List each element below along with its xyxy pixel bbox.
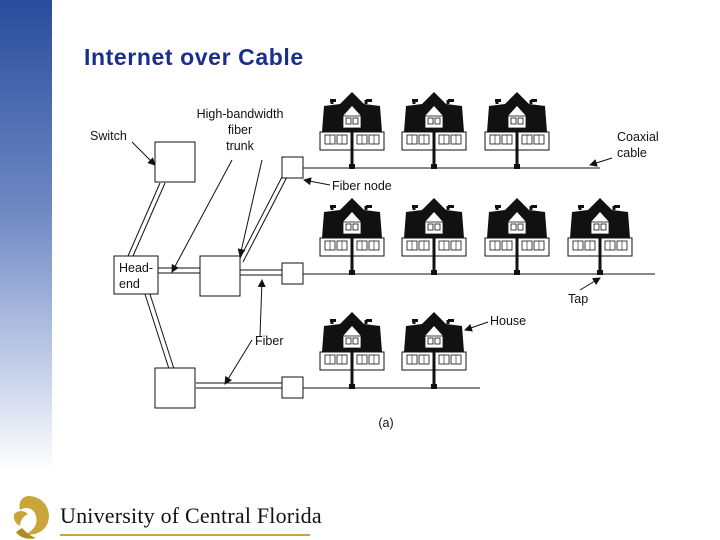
label-arrows: [131, 141, 613, 385]
house: [483, 196, 551, 277]
house: [318, 196, 386, 277]
fiber-node-2: [281, 262, 304, 285]
fiber-label: Fiber: [255, 334, 283, 348]
hub-box: [199, 255, 241, 297]
houses: [318, 90, 634, 391]
ucf-pegasus-logo: [13, 496, 49, 539]
house: [400, 90, 468, 171]
tap-label: Tap: [568, 292, 588, 306]
footer-university-name: University of Central Florida: [60, 503, 322, 528]
house: [318, 90, 386, 171]
house: [483, 90, 551, 171]
footer-underline: [60, 534, 310, 536]
switch-label: Switch: [90, 129, 127, 143]
trunk-label-1: High-bandwidth: [197, 107, 284, 121]
fiber-node-3: [281, 376, 304, 399]
headend-box: [113, 255, 159, 295]
headend-label-1: Head-: [119, 261, 153, 275]
slide-title: Internet over Cable: [84, 44, 304, 70]
fiber-node-1: [281, 156, 304, 179]
headend-label-2: end: [119, 277, 140, 291]
fiber-trunks: [127, 174, 289, 389]
house-label: House: [490, 314, 526, 328]
house: [400, 196, 468, 277]
lower-box: [154, 367, 196, 409]
coax-label-1: Coaxial: [617, 130, 659, 144]
house: [318, 310, 386, 391]
switch-box: [154, 141, 196, 183]
house: [400, 310, 468, 391]
fiber-node-label: Fiber node: [332, 179, 392, 193]
sidebar-gradient: [0, 0, 52, 470]
coax-label-2: cable: [617, 146, 647, 160]
caption-label: (a): [378, 416, 393, 430]
trunk-label-2: fiber: [228, 123, 252, 137]
house: [566, 196, 634, 277]
trunk-label-3: trunk: [226, 139, 255, 153]
